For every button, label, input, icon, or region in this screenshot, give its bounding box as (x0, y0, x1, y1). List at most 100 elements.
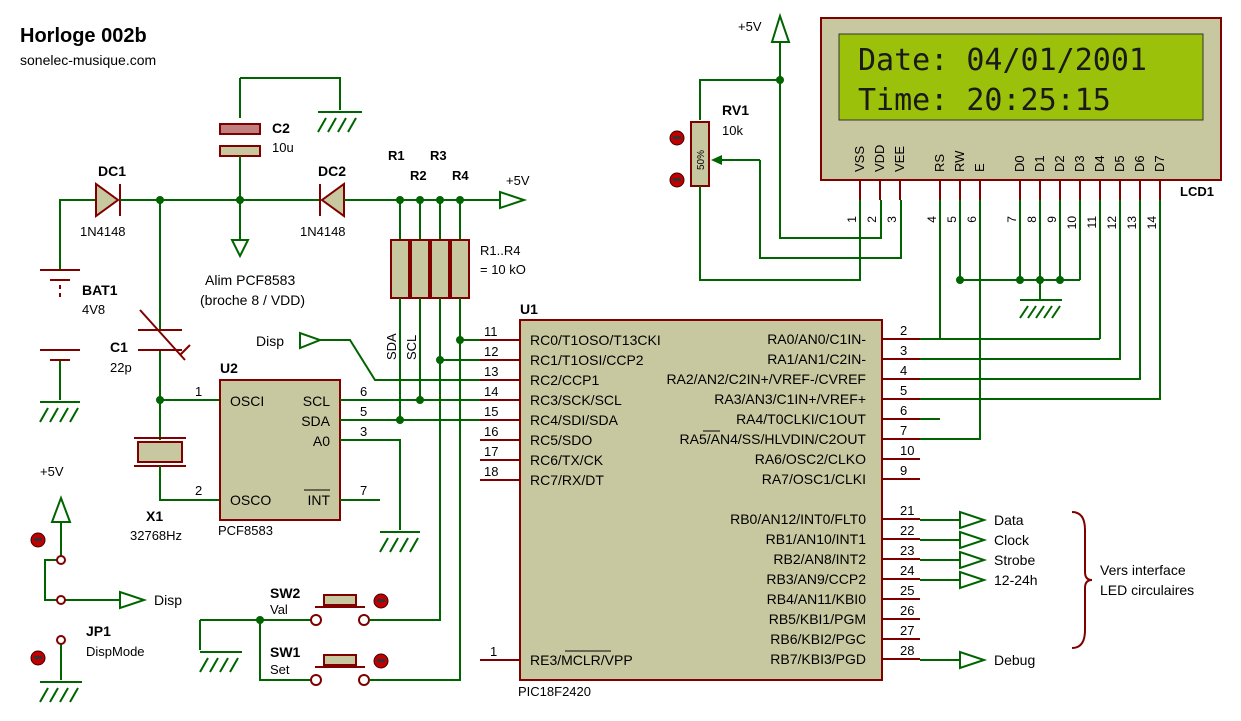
jp1-ref: JP1 (86, 623, 111, 639)
lcd-pin-number: 4 (925, 216, 939, 223)
u1-pin-number: 18 (484, 464, 498, 479)
vcc-label-top: +5V (738, 19, 762, 34)
u2-pin-scl: SCL (303, 393, 330, 409)
u1-pin-name: RA6/OSC2/CLKO (755, 451, 866, 467)
out-clock: Clock (994, 532, 1030, 548)
u1-pin-number: 17 (484, 444, 498, 459)
sw2-ref: SW2 (270, 585, 301, 601)
diode-dc1: DC1 1N4148 (80, 163, 126, 239)
resistor-note-2: = 10 kO (480, 262, 526, 277)
u1-right-pins: 2RA0/AN0/C1IN-3RA1/AN1/C2IN-4RA2/AN2/C2I… (666, 323, 920, 667)
u1-pin-name: RC2/CCP1 (530, 372, 599, 388)
dc2-value: 1N4148 (300, 224, 346, 239)
switch-sw2[interactable]: SW2 Val (270, 585, 389, 626)
u1-pin-number: 23 (900, 543, 914, 558)
supply-top: +5V (699, 12, 882, 239)
lcd-pin-number: 13 (1125, 216, 1139, 230)
lcd-pin-label: VEE (892, 146, 907, 172)
u1-pin-number: 2 (900, 323, 907, 338)
lcd-pin-number: 14 (1145, 216, 1159, 230)
out-strobe: Strobe (994, 552, 1035, 568)
potentiometer-rv1: 50% RV1 10k (669, 102, 902, 281)
u1-ref: U1 (520, 301, 538, 317)
capacitor-c2: C2 10u (219, 120, 294, 157)
u1-pin-number: 13 (484, 364, 498, 379)
u1-pin-name: RA1/AN1/C2IN- (767, 351, 866, 367)
lcd-pin-label: D4 (1092, 155, 1107, 172)
u1-pin-name: RA7/OSC1/CLKI (762, 471, 866, 487)
u1-pin-number: 14 (484, 384, 498, 399)
u1-pin-number: 10 (900, 443, 914, 458)
u1-pin-name: RA0/AN0/C1IN- (767, 331, 866, 347)
c2-ref: C2 (272, 120, 290, 136)
lcd-pin-label: VSS (852, 146, 867, 172)
switch-sw1[interactable]: SW1 Set (270, 644, 389, 686)
ground-symbol-jp1 (39, 681, 82, 703)
u1-pin-number: 22 (900, 523, 914, 538)
jp1-disp-label: Disp (154, 592, 182, 608)
lcd-pin-label: D3 (1072, 155, 1087, 172)
ground-symbol-sw (199, 651, 242, 673)
capacitor-c1: C1 22p (110, 200, 191, 400)
u1-pin-number: 16 (484, 424, 498, 439)
lcd-pin-label: E (972, 163, 987, 172)
u2-num-3: 3 (360, 424, 367, 439)
lcd-pin-label: D0 (1012, 155, 1027, 172)
lcd-ref: LCD1 (1180, 184, 1214, 199)
u1-pin-name: RC0/T1OSO/T13CKI (530, 332, 661, 348)
ic-u2: U2 PCF8583 OSCI OSCO SCL SDA A0 INT 1 2 … (195, 360, 367, 538)
lcd-pin-number: 10 (1065, 216, 1079, 230)
u1-left-pins: 11RC0/T1OSO/T13CKI12RC1/T1OSI/CCP213RC2/… (480, 324, 661, 488)
u2-num-1: 1 (195, 384, 202, 399)
lcd-pin-number: 3 (885, 216, 899, 223)
u1-pin-number: 3 (900, 343, 907, 358)
ground-symbol-u2 (379, 531, 420, 553)
lcd-pin-number: 12 (1105, 216, 1119, 230)
website-label: sonelec-musique.com (20, 52, 156, 68)
alim-line-1: Alim PCF8583 (205, 272, 295, 288)
resistor-array (390, 196, 470, 299)
lcd-pins: VSS1VDD2VEE3RS4RW5E6D07D18D29D310D411D51… (845, 145, 1167, 230)
lcd-line-1: Date: 04/01/2001 (858, 43, 1147, 78)
jp1-label: DispMode (86, 644, 145, 659)
sw1-label: Set (270, 662, 290, 677)
u2-pin-a0: A0 (313, 433, 330, 449)
u1-pin-name: RC4/SDI/SDA (530, 412, 619, 428)
ground-symbol-bat (39, 401, 80, 423)
u2-num-7: 7 (360, 483, 367, 498)
disp-net-arrow (299, 331, 323, 350)
u1-pin-number: 6 (900, 403, 907, 418)
lcd-pin-label: VDD (872, 145, 887, 172)
u1-pin-name: RB0/AN12/INT0/FLT0 (730, 511, 866, 527)
u1-pin-name: RB4/AN11/KBI0 (767, 591, 867, 607)
u1-pin-number: 26 (900, 603, 914, 618)
u1-pin-name: RA5/AN4/SS/HLVDIN/C2OUT (680, 431, 867, 447)
sw2-label: Val (270, 602, 288, 617)
u2-num-5: 5 (360, 404, 367, 419)
vcc-arrow-r (499, 190, 528, 210)
u1-pin-name: RB3/AN9/CCP2 (766, 571, 866, 587)
sw1-ref: SW1 (270, 644, 301, 660)
lcd-pin-label: D5 (1112, 155, 1127, 172)
alim-line-2: (broche 8 / VDD) (200, 292, 305, 308)
u2-pin-osco: OSCO (230, 492, 271, 508)
brace-note-1: Vers interface (1100, 562, 1186, 578)
u1-pin-number: 9 (900, 463, 907, 478)
r4-ref: R4 (452, 168, 469, 183)
out-mode: 12-24h (994, 572, 1038, 588)
u2-pin-sda: SDA (301, 413, 330, 429)
u1-pin-name: RB2/AN8/INT2 (773, 551, 866, 567)
lcd-pin-number: 7 (1005, 216, 1019, 223)
u1-part: PIC18F2420 (518, 684, 591, 699)
x1-value: 32768Hz (130, 528, 182, 543)
lcd-pin-label: D7 (1152, 155, 1167, 172)
alim-arrow (230, 239, 250, 259)
r2-ref: R2 (410, 168, 427, 183)
disp-net-label: Disp (256, 333, 284, 349)
lcd-pin-number: 6 (965, 216, 979, 223)
u1-pin-number: 5 (900, 383, 907, 398)
r3-ref: R3 (430, 148, 447, 163)
diode-dc2: DC2 1N4148 (300, 163, 346, 239)
u1-pin-number: 21 (900, 503, 914, 518)
dc1-value: 1N4148 (80, 224, 126, 239)
